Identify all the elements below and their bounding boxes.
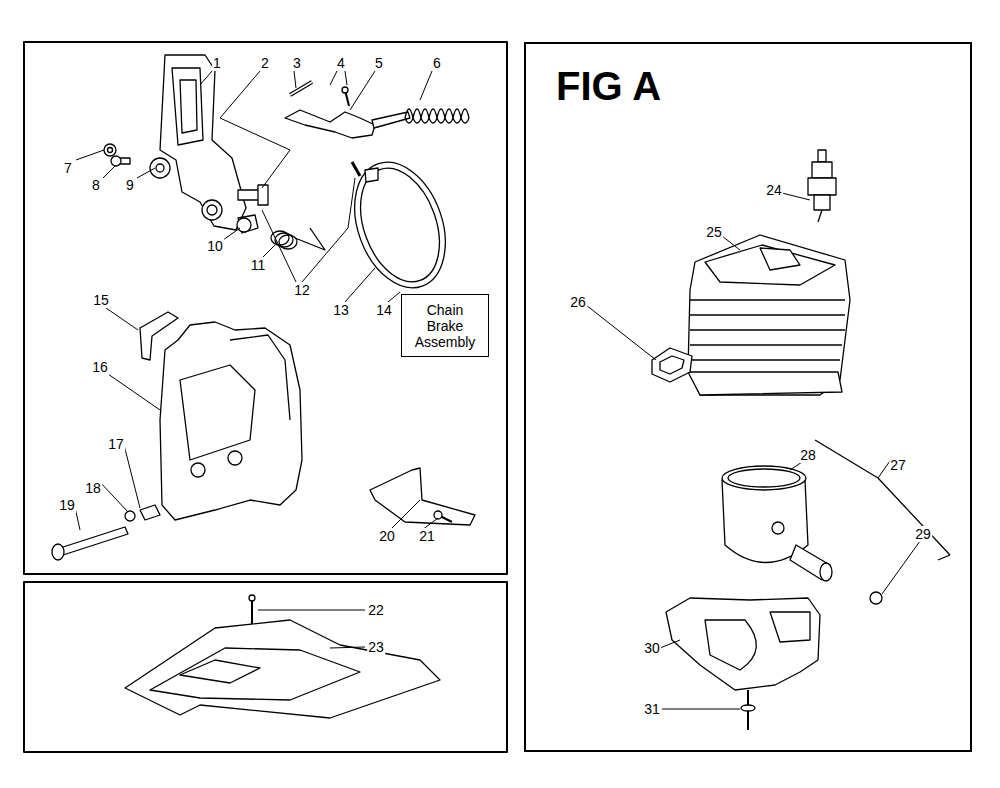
callout-number: 8 [91, 177, 101, 193]
figure-title: FIG A [556, 64, 661, 108]
callout-number: 22 [367, 602, 385, 618]
callout-number: 12 [293, 282, 311, 298]
callout-number: 14 [375, 302, 393, 318]
callout-number: 28 [799, 447, 817, 463]
figure-panel: FIG A [524, 42, 972, 752]
callout-number: 26 [569, 294, 587, 310]
callout-number: 5 [374, 55, 384, 71]
callout-number: 15 [92, 292, 110, 308]
callout-number: 4 [336, 55, 346, 71]
callout-number: 31 [643, 701, 661, 717]
assembly-box: Chain Brake Assembly [401, 294, 489, 357]
callout-number: 10 [206, 238, 224, 254]
callout-number: 7 [63, 160, 73, 176]
callout-number: 21 [418, 528, 436, 544]
callout-number: 25 [705, 224, 723, 240]
callout-number: 24 [765, 182, 783, 198]
callout-number: 13 [332, 302, 350, 318]
callout-number: 17 [107, 436, 125, 452]
callout-number: 3 [292, 55, 302, 71]
callout-number: 9 [125, 177, 135, 193]
callout-number: 11 [250, 257, 267, 273]
callout-number: 1 [212, 55, 222, 71]
assembly-label: Chain Brake Assembly [412, 302, 478, 350]
callout-number: 20 [378, 528, 396, 544]
callout-number: 23 [367, 639, 385, 655]
callout-number: 30 [643, 640, 661, 656]
callout-number: 29 [914, 526, 932, 542]
callout-number: 19 [58, 497, 76, 513]
callout-number: 6 [432, 55, 442, 71]
callout-number: 18 [84, 480, 102, 496]
callout-number: 27 [889, 457, 907, 473]
callout-number: 2 [260, 55, 270, 71]
callout-number: 16 [91, 359, 109, 375]
